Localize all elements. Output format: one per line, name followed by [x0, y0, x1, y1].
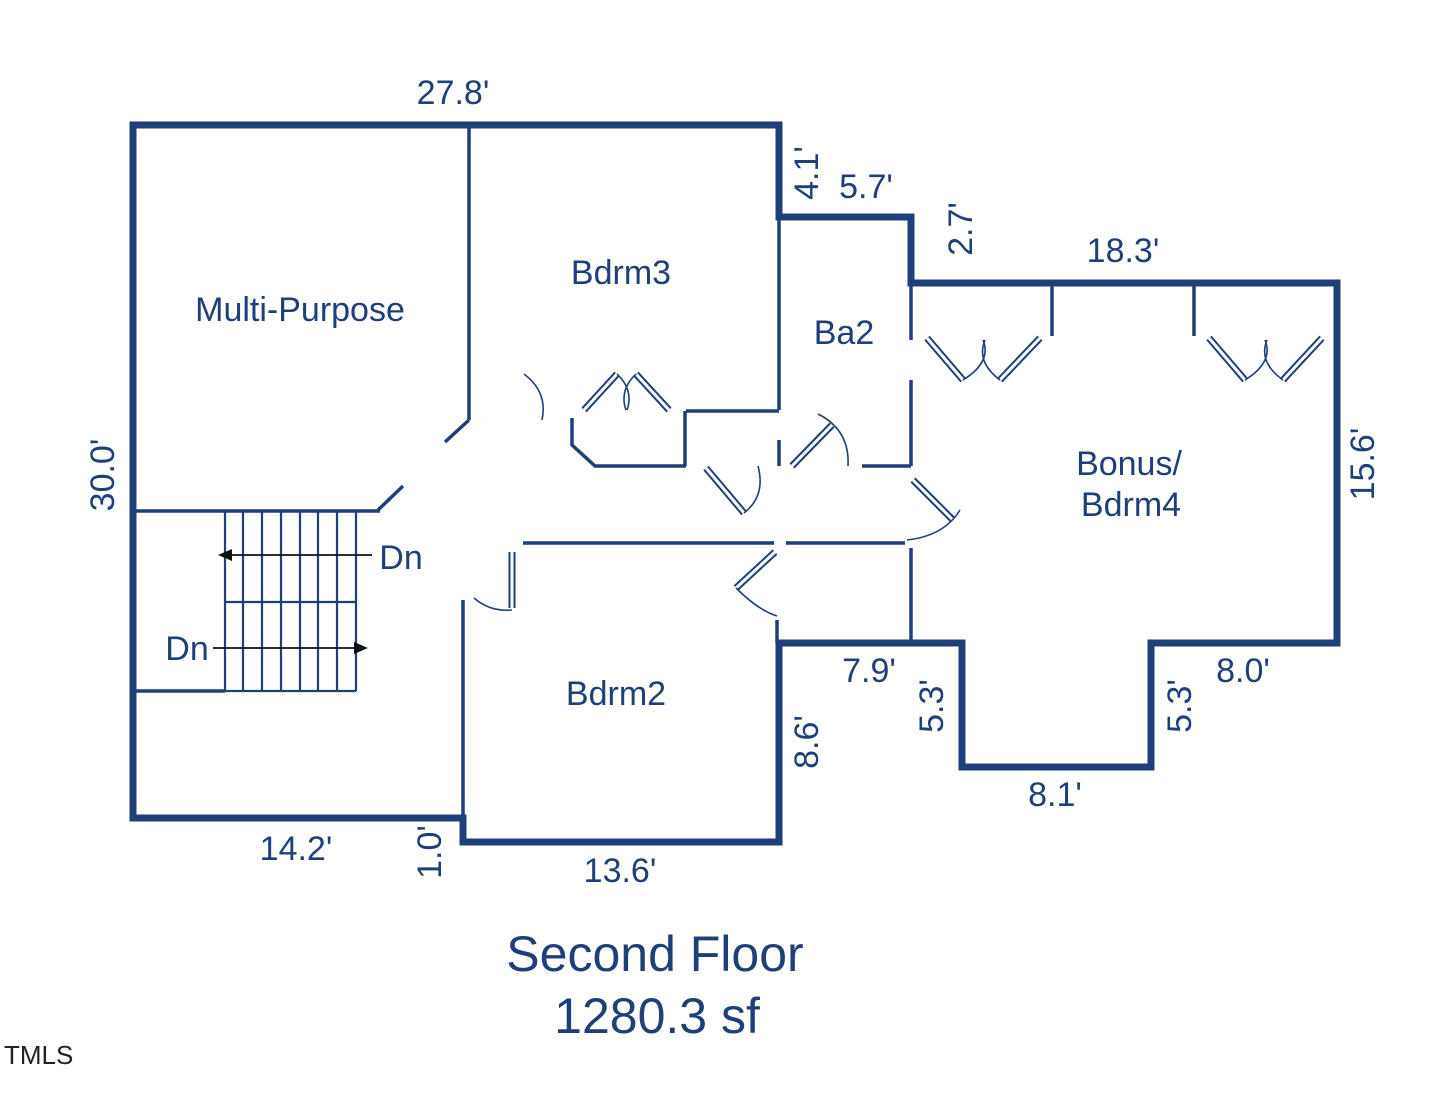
stair-arrow-upper: [218, 549, 372, 561]
floor-area: 1280.3 sf: [554, 988, 760, 1044]
dim-notch-8-0: 8.0': [1216, 652, 1270, 690]
exterior-wall: [129, 121, 1341, 846]
dim-step-1-0: 1.0': [411, 825, 449, 879]
room-label-bdrm4: Bdrm4: [1081, 486, 1181, 524]
room-label-ba2: Ba2: [814, 314, 875, 352]
dim-left-height: 30.0': [84, 439, 122, 512]
watermark: TMLS: [4, 1040, 73, 1070]
floor-title: Second Floor: [506, 926, 803, 982]
dim-step-5-7: 5.7': [839, 168, 893, 206]
dim-bdrm2-width: 13.6': [584, 852, 657, 890]
door-bonus: [906, 477, 961, 541]
stair-label-lower: Dn: [165, 630, 208, 668]
stair-arrow-lower: [213, 642, 368, 654]
dim-bdrm2-side: 8.6': [788, 715, 826, 769]
dim-notch-8-1: 8.1': [1028, 776, 1082, 814]
room-label-bdrm2: Bdrm2: [566, 675, 666, 713]
door-bonus-closet-left: [924, 335, 1043, 383]
staircase: [223, 511, 358, 693]
door-multi-purpose: [486, 373, 544, 421]
room-label-bdrm3: Bdrm3: [571, 254, 671, 292]
dim-step-2-7: 2.7': [942, 202, 980, 256]
room-label-multi-purpose: Multi-Purpose: [195, 291, 405, 329]
interior-walls: [135, 127, 1196, 818]
door-bdrm3-closet: [581, 371, 672, 413]
dim-notch-5-3-left: 5.3': [913, 679, 951, 733]
dim-bonus-width: 18.3': [1087, 232, 1160, 270]
dim-top-width: 27.8': [417, 74, 490, 112]
door-bdrm2-closet: [733, 549, 778, 617]
dim-notch-7-9: 7.9': [842, 652, 896, 690]
stair-label-upper: Dn: [379, 539, 422, 577]
door-ba2: [789, 413, 849, 469]
door-hall-closet: [703, 465, 761, 516]
door-bonus-closet-right: [1206, 335, 1325, 383]
door-bdrm2: [473, 552, 516, 612]
dim-right-height: 15.6': [1344, 428, 1382, 501]
dim-notch-5-3-right: 5.3': [1161, 679, 1199, 733]
room-label-bonus: Bonus/: [1076, 445, 1182, 483]
dim-step-4-1: 4.1': [788, 146, 826, 200]
dim-bottom-left: 14.2': [260, 830, 333, 868]
